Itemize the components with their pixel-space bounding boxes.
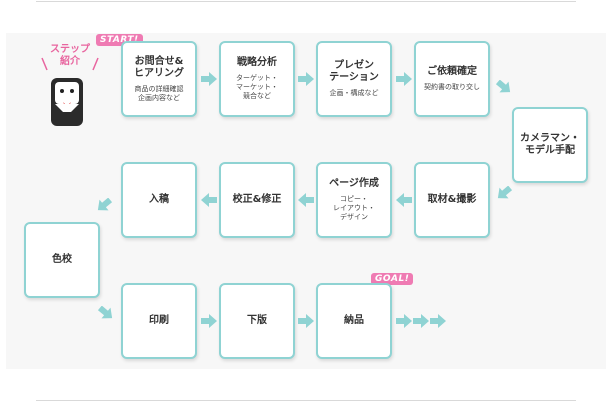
step-page-creation: ページ作成 コピー・ レイアウト・ デザイン: [316, 162, 392, 238]
step-title: 入稿: [149, 194, 169, 205]
step-sub: 企画・構成など: [329, 89, 379, 97]
step-inquiry-hearing: お問合せ& ヒアリング 商品の詳細確認 企画内容など: [121, 41, 197, 117]
step-color-proof: 色校: [24, 222, 100, 298]
step-title: 下版: [247, 315, 267, 326]
step-sub: コピー・ レイアウト・ デザイン: [333, 195, 375, 221]
step-title: カメラマン・ モデル手配: [520, 133, 580, 156]
step-coverage-shooting: 取材&撮影: [414, 162, 490, 238]
step-title: プレゼン テーション: [329, 60, 379, 83]
step-order-confirmed: ご依頼確定 契約書の取り交し: [414, 41, 490, 117]
step-title: 校正&修正: [232, 194, 282, 205]
step-sub: 契約書の取り交し: [424, 83, 480, 91]
arrow-right-icon: [201, 72, 217, 86]
arrow-down-left-icon: [497, 186, 512, 199]
step-proof-revision: 校正&修正: [219, 162, 295, 238]
step-title: 色校: [52, 254, 72, 265]
step-submission: 入稿: [121, 162, 197, 238]
step-strategy-analysis: 戦略分析 ターゲット・ マーケット・ 競合など: [219, 41, 295, 117]
arrow-left-icon: [201, 193, 217, 207]
arrow-right-icon: [396, 72, 412, 86]
step-presentation: プレゼン テーション 企画・構成など: [316, 41, 392, 117]
step-title: ページ作成: [329, 178, 379, 189]
step-title: ご依頼確定: [427, 66, 477, 77]
mascot-icon: [51, 78, 83, 126]
step-plate: 下版: [219, 283, 295, 359]
step-delivery: 納品: [316, 283, 392, 359]
mascot-label: ステップ 紹介: [50, 44, 90, 67]
mascot-label-deco-icon: [41, 57, 99, 71]
arrow-left-icon: [298, 193, 314, 207]
step-title: 戦略分析: [237, 57, 277, 68]
arrow-down-right-icon: [496, 80, 511, 93]
step-camera-model-arrange: カメラマン・ モデル手配: [512, 107, 588, 183]
step-title: 取材&撮影: [427, 194, 477, 205]
arrow-right-icon: [298, 72, 314, 86]
arrow-right-icon: [396, 314, 412, 328]
bottom-divider: [36, 400, 576, 401]
arrow-right-icon: [201, 314, 217, 328]
arrow-right-icon: [430, 314, 446, 328]
step-title: 印刷: [149, 315, 169, 326]
step-sub: ターゲット・ マーケット・ 競合など: [236, 74, 278, 100]
arrow-left-icon: [396, 193, 412, 207]
arrow-right-icon: [413, 314, 429, 328]
arrow-right-icon: [298, 314, 314, 328]
step-title: お問合せ& ヒアリング: [134, 55, 184, 79]
step-sub: 商品の詳細確認 企画内容など: [134, 84, 184, 102]
top-divider: [36, 1, 576, 2]
arrow-down-right-icon: [98, 306, 113, 319]
arrow-down-left-icon: [97, 198, 112, 211]
goal-badge: GOAL!: [371, 273, 414, 285]
step-title: 納品: [344, 315, 364, 326]
step-printing: 印刷: [121, 283, 197, 359]
